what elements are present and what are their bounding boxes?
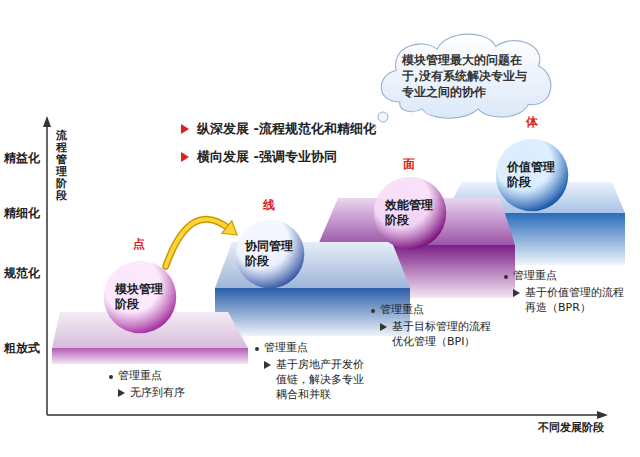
bullet-marker — [255, 347, 259, 351]
stage-sphere: 价值管理阶段 — [495, 138, 569, 212]
label-text: 基于价值管理的流程再造（BPR） — [525, 286, 625, 316]
label-text: 管理重点 — [118, 369, 162, 384]
label-text: 基于房地产开发价值链，解决多专业耦合和并联 — [276, 358, 368, 403]
stage-sphere: 协同管理阶段 — [235, 219, 305, 289]
stage-sphere: 效能管理阶段 — [373, 176, 447, 250]
axis-title: 流程管理阶段 — [56, 130, 67, 203]
stage-marker: 线 — [263, 197, 275, 213]
arrow-body — [166, 219, 230, 266]
bullet-marker — [181, 124, 189, 134]
callout-text-box: 模块管理最大的问题在于,没有系统解决专业与专业之间的协作 — [372, 26, 558, 124]
label-text: 精细化 — [4, 205, 40, 221]
bullet-marker — [181, 152, 189, 162]
sphere-text: 协同管理阶段 — [245, 239, 295, 269]
label-text: 管理重点 — [513, 269, 557, 284]
bullet-marker — [380, 323, 387, 331]
label-text: 管理重点 — [264, 341, 308, 356]
label-text: 管理重点 — [380, 303, 424, 318]
bullet-marker — [118, 389, 125, 397]
sphere-text: 模块管理阶段 — [115, 282, 165, 312]
curved-arrow — [166, 219, 237, 266]
callout-cloud: 模块管理最大的问题在于,没有系统解决专业与专业之间的协作 — [372, 26, 558, 124]
label-text: 无序到有序 — [130, 386, 240, 401]
sphere-shape — [103, 260, 177, 334]
bullet-marker — [109, 375, 113, 379]
stage-marker: 体 — [526, 114, 538, 130]
label-text: 精益化 — [4, 150, 40, 166]
bullet-marker — [371, 309, 375, 313]
stage-sphere: 模块管理阶段 — [103, 260, 177, 334]
callout-text: 模块管理最大的问题在于,没有系统解决专业与专业之间的协作 — [402, 52, 532, 100]
sphere-text: 效能管理阶段 — [385, 198, 435, 228]
sphere-text: 价值管理阶段 — [507, 160, 557, 190]
label-text: 粗放式 — [4, 340, 40, 356]
sphere-shape — [495, 138, 569, 212]
label-text: 不同发展阶段 — [538, 421, 604, 436]
stage-marker: 点 — [133, 236, 145, 252]
bullet-marker — [264, 361, 271, 369]
arrow-head — [222, 221, 237, 235]
bullet-marker — [504, 275, 508, 279]
arrow-outline — [166, 219, 230, 266]
stage-marker: 面 — [403, 156, 415, 172]
label-text: 规范化 — [4, 265, 40, 281]
sphere-shape — [373, 176, 447, 250]
bullet-marker — [513, 289, 520, 297]
label-text: 基于目标管理的流程优化管理（BPI） — [392, 320, 500, 350]
label-text: 横向发展 -强调专业协同 — [197, 148, 337, 166]
label-text: 纵深发展 -流程规范化和精细化 — [197, 120, 376, 138]
